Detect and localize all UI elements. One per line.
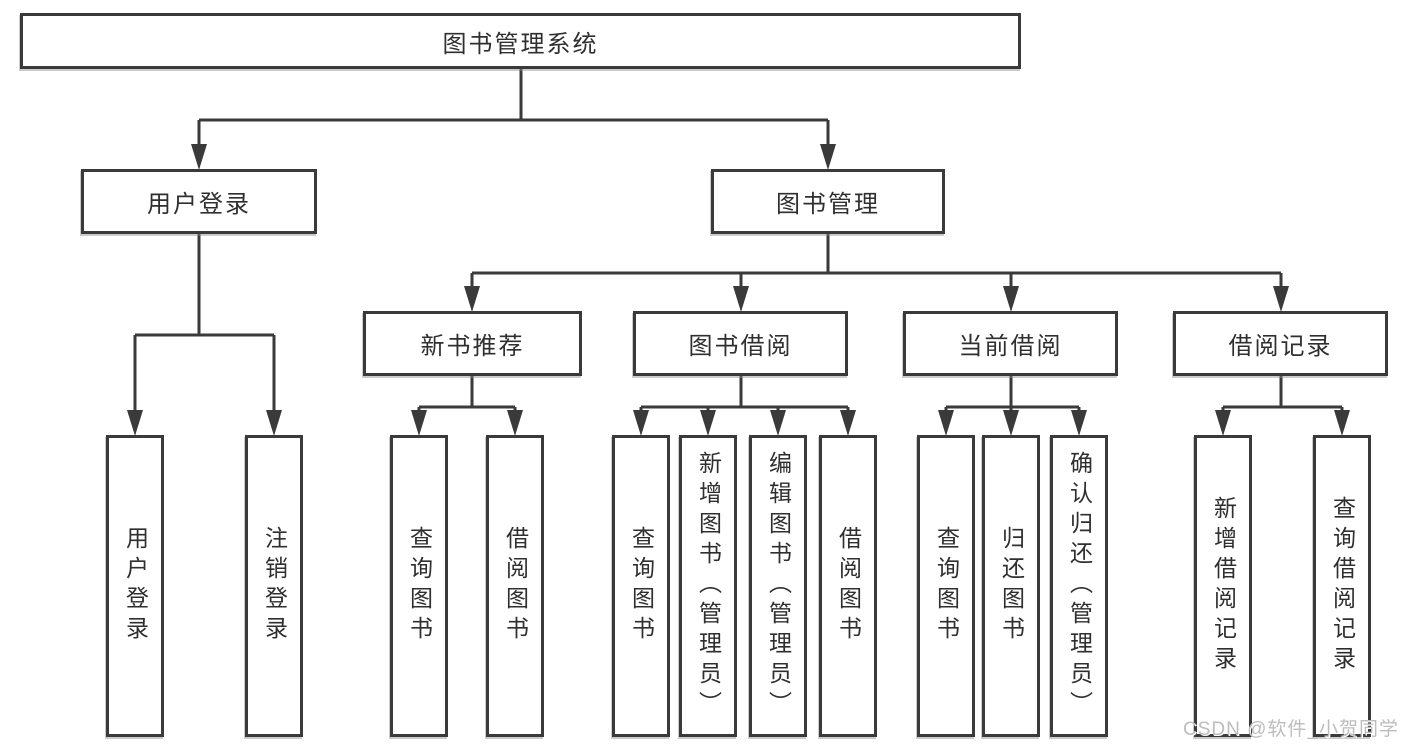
leaf-query-books-current: 查询图书 — [917, 435, 975, 737]
arrow-down-icon — [1003, 410, 1019, 436]
leaf-return-books: 归还图书 — [982, 435, 1040, 737]
arrow-down-icon — [1334, 410, 1350, 436]
arrowheads — [127, 144, 1350, 436]
arrow-down-icon — [1071, 410, 1087, 436]
leaf-user-login: 用户登录 — [106, 435, 164, 737]
arrow-down-icon — [1215, 410, 1231, 436]
node-borrowing-records: 借阅记录 — [1173, 311, 1388, 376]
arrow-down-icon — [191, 144, 207, 170]
leaf-logout: 注销登录 — [245, 435, 303, 737]
leaf-edit-book-admin: 编辑图书（管理员） — [749, 435, 807, 737]
node-book-borrowing: 图书借阅 — [633, 311, 848, 376]
arrow-down-icon — [938, 410, 954, 436]
arrow-down-icon — [464, 286, 480, 312]
node-new-book-recommend: 新书推荐 — [363, 311, 582, 376]
connector-borrow-records-children — [1221, 376, 1344, 416]
node-user-login: 用户登录 — [81, 169, 317, 234]
leaf-borrow-books-recommend: 借阅图书 — [486, 435, 544, 737]
arrow-down-icon — [1003, 286, 1019, 312]
leaf-confirm-return-admin: 确认归还（管理员） — [1050, 435, 1108, 737]
leaf-query-books-recommend: 查询图书 — [390, 435, 448, 737]
leaf-query-books-borrowing: 查询图书 — [612, 435, 670, 737]
arrow-down-icon — [770, 410, 786, 436]
arrow-down-icon — [1273, 286, 1289, 312]
node-library-management-system: 图书管理系统 — [20, 13, 1021, 69]
arrow-down-icon — [733, 286, 749, 312]
leaf-query-borrow-record: 查询借阅记录 — [1313, 435, 1371, 737]
leaf-add-book-admin: 新增图书（管理员） — [679, 435, 737, 737]
node-current-borrowing: 当前借阅 — [903, 311, 1118, 376]
arrow-down-icon — [266, 410, 282, 436]
connector-new-book-children — [417, 376, 517, 416]
arrow-down-icon — [127, 410, 143, 436]
leaf-add-borrow-record: 新增借阅记录 — [1194, 435, 1252, 737]
arrow-down-icon — [507, 410, 523, 436]
arrow-down-icon — [820, 144, 836, 170]
connector-book-mgmt-children — [470, 234, 1283, 292]
arrow-down-icon — [840, 410, 856, 436]
connector-root-to-level2 — [197, 69, 830, 150]
connector-user-login-children — [133, 234, 276, 416]
leaf-borrow-books-borrowing: 借阅图书 — [819, 435, 877, 737]
arrow-down-icon — [411, 410, 427, 436]
arrow-down-icon — [700, 410, 716, 436]
node-book-management: 图书管理 — [711, 169, 945, 234]
connector-book-borrow-children — [639, 376, 850, 416]
arrow-down-icon — [633, 410, 649, 436]
